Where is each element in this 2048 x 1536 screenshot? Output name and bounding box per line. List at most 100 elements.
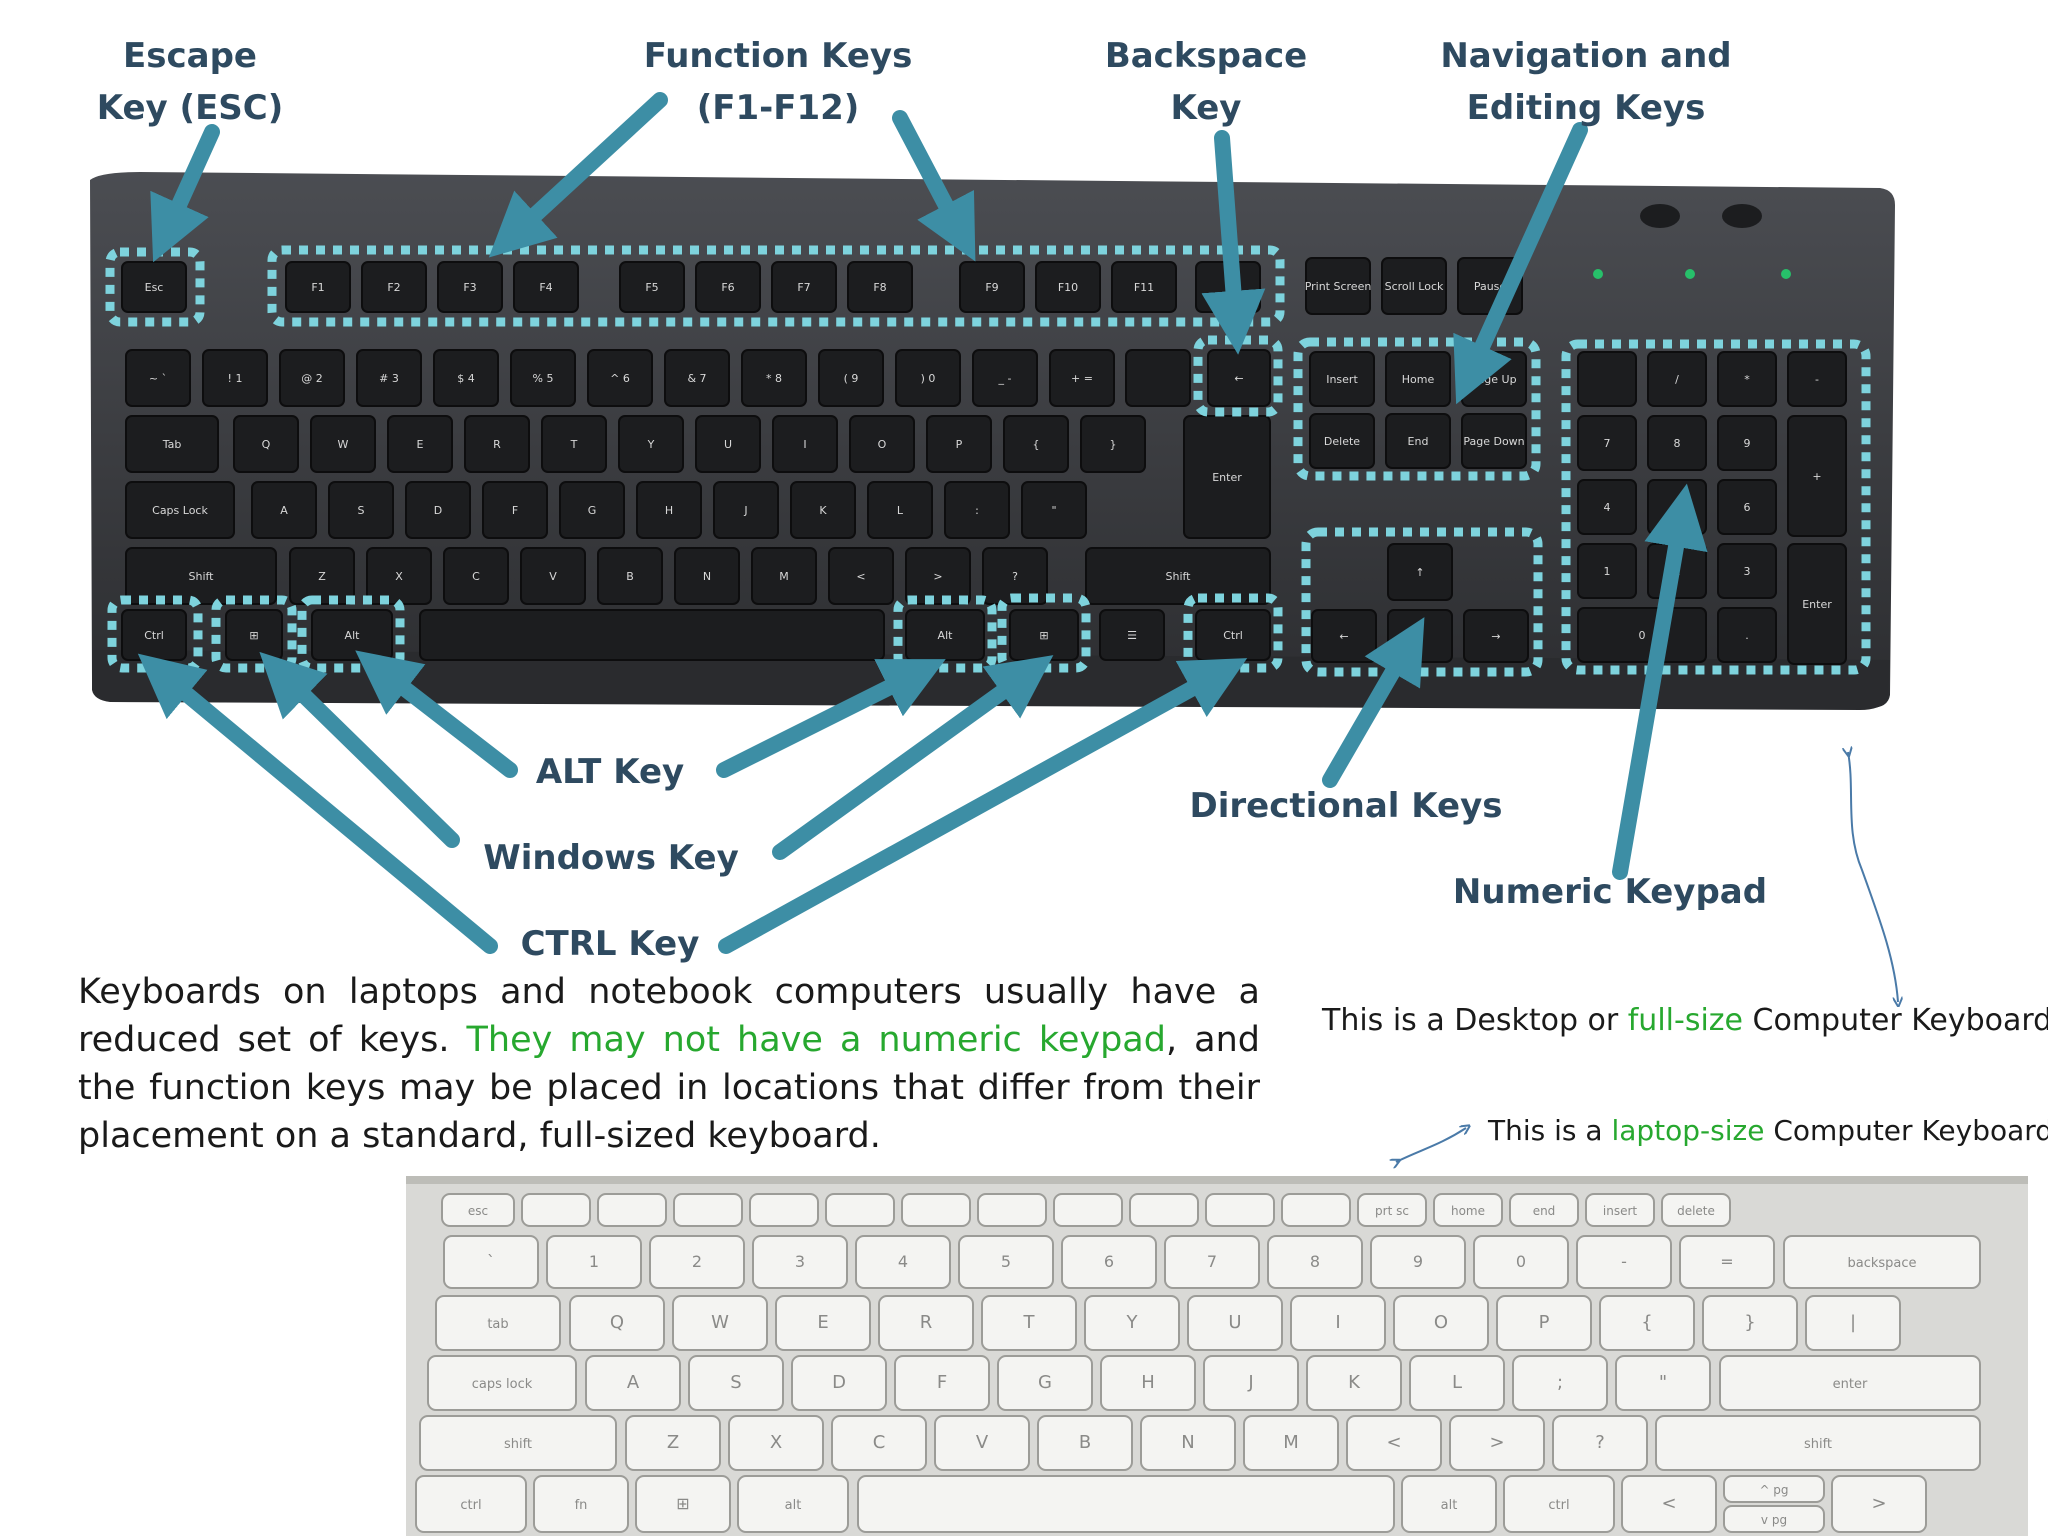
laptop-key-num-5-label: 5 (1001, 1252, 1011, 1271)
desktop-key-num-8 (741, 349, 807, 407)
laptop-key-a-4-label: G (1038, 1372, 1052, 1393)
desktop-numpad-3-2 (1717, 543, 1777, 599)
desktop-key-nav-bottom-2 (1461, 413, 1527, 469)
laptop-key-alt-right-label: alt (1441, 1498, 1458, 1513)
desktop-key-a-7 (790, 481, 856, 539)
laptop-key-num-1 (546, 1235, 642, 1289)
desktop-key-z-6 (751, 547, 817, 605)
laptop-key-z-6-label: M (1283, 1432, 1299, 1453)
desktop-key-a-9-label: : (975, 504, 979, 517)
desktop-numpad-0-label: 0 (1639, 629, 1646, 642)
escape-key-label: Escape Key (ESC) (96, 36, 284, 128)
desktop-key-f2-label: F2 (387, 281, 400, 294)
laptop-key-a-2 (791, 1355, 887, 1411)
desktop-key-caps-label: Caps Lock (152, 504, 208, 517)
desktop-key-sys-0-label: Print Screen (1305, 280, 1372, 293)
laptop-key-shift-right (1655, 1415, 1981, 1471)
desktop-key-menu-label: ☰ (1127, 629, 1137, 642)
laptop-key-fn-2 (597, 1193, 667, 1227)
windows-key-label: Windows Key (483, 838, 739, 878)
desktop-key-a-8 (867, 481, 933, 539)
desktop-key-num-1-label: ! 1 (228, 372, 243, 385)
desktop-key-a-10-label: " (1051, 504, 1056, 517)
laptop-key-q-5-label: Y (1126, 1312, 1139, 1333)
desktop-numpad-0-3 (1787, 351, 1847, 407)
desktop-key-num-4 (433, 349, 499, 407)
desktop-key-q-4 (541, 415, 607, 473)
laptop-key-caps-label: caps lock (472, 1377, 533, 1392)
desktop-key-f8 (847, 261, 913, 313)
desktop-numpad-1-2 (1717, 415, 1777, 471)
desktop-key-q-7-label: I (803, 438, 806, 451)
function-arrow-left (488, 92, 668, 258)
desktop-key-enter (1183, 415, 1271, 539)
laptop-key-q-1-label: W (711, 1312, 729, 1333)
desktop-numpad-0-1-label: / (1675, 373, 1679, 386)
desktop-key-space (419, 609, 885, 661)
desktop-numpad-1-1-label: 8 (1674, 437, 1681, 450)
laptop-key-num-7-label: 7 (1207, 1252, 1217, 1271)
laptop-key-q-6-label: U (1228, 1312, 1241, 1333)
laptop-key-fn-8 (1053, 1193, 1123, 1227)
desktop-key-q-6 (695, 415, 761, 473)
laptop-key-q-11 (1702, 1295, 1798, 1351)
desktop-key-a-5 (636, 481, 702, 539)
desktop-key-q-10-label: { (1033, 438, 1040, 451)
desktop-key-num-0 (125, 349, 191, 407)
desktop-key-f11 (1111, 261, 1177, 313)
desktop-key-right-label: → (1491, 630, 1500, 643)
desktop-key-a-8-label: L (897, 504, 904, 517)
desktop-key-z-0 (289, 547, 355, 605)
desktop-key-f1-label: F1 (311, 281, 324, 294)
laptop-key-left (1621, 1475, 1717, 1533)
desktop-numpad-3-0-label: 1 (1604, 565, 1611, 578)
laptop-key-fn-16 (1661, 1193, 1731, 1227)
laptop-key-fn-15 (1585, 1193, 1655, 1227)
laptop-key-a-6 (1203, 1355, 1299, 1411)
function-keys-highlight (267, 245, 1285, 327)
laptop-key-a-2-label: D (832, 1372, 846, 1393)
laptop-key-a-0-label: A (627, 1372, 640, 1393)
laptop-key-fn (533, 1475, 629, 1533)
laptop-key-num-0 (443, 1235, 539, 1289)
laptop-key-z-5 (1140, 1415, 1236, 1471)
desktop-numpad-0-1 (1647, 351, 1707, 407)
laptop-key-num-12 (1679, 1235, 1775, 1289)
laptop-key-q-0-label: Q (610, 1312, 624, 1333)
desktop-key-f4 (513, 261, 579, 313)
desktop-key-esc-label: Esc (145, 281, 164, 294)
desktop-key-z-8 (905, 547, 971, 605)
laptop-key-z-2-label: C (873, 1432, 886, 1453)
laptop-key-tab-label: tab (487, 1317, 508, 1332)
desktop-key-f4-label: F4 (539, 281, 552, 294)
desktop-numpad-3-2-label: 3 (1744, 565, 1751, 578)
laptop-key-a-7 (1306, 1355, 1402, 1411)
desktop-key-a-2 (405, 481, 471, 539)
desktop-key-num-6 (587, 349, 653, 407)
desktop-key-num-2-label: @ 2 (301, 372, 323, 385)
laptop-key-fn-12-label: prt sc (1375, 1204, 1409, 1218)
laptop-key-down (1723, 1505, 1825, 1533)
desktop-caption-arrow (1848, 752, 1898, 1002)
laptop-key-backspace-label: backspace (1847, 1256, 1916, 1271)
laptop-key-fn-4 (749, 1193, 819, 1227)
desktop-key-num-7 (664, 349, 730, 407)
desktop-numpad-tall-1-label: + (1812, 470, 1821, 483)
laptop-key-z-4-label: B (1079, 1432, 1091, 1453)
function-keys-label: Function Keys (F1-F12) (643, 36, 913, 128)
desktop-key-num-12-label: + = (1071, 372, 1093, 385)
laptop-key-fn-13 (1433, 1193, 1503, 1227)
laptop-key-space (857, 1475, 1395, 1533)
laptop-key-q-4-label: T (1023, 1312, 1036, 1333)
laptop-key-q-3 (878, 1295, 974, 1351)
desktop-numpad-4-2-label: . (1745, 629, 1749, 642)
desktop-key-ctrl-right-label: Ctrl (1223, 629, 1243, 642)
laptop-key-backspace (1783, 1235, 1981, 1289)
desktop-key-q-1 (310, 415, 376, 473)
desktop-key-backspace-label: ← (1234, 372, 1243, 385)
desktop-key-a-9 (944, 481, 1010, 539)
laptop-key-a-0 (585, 1355, 681, 1411)
desktop-key-num-3 (356, 349, 422, 407)
alt-arrow-left (355, 650, 518, 778)
desktop-key-z-4 (597, 547, 663, 605)
